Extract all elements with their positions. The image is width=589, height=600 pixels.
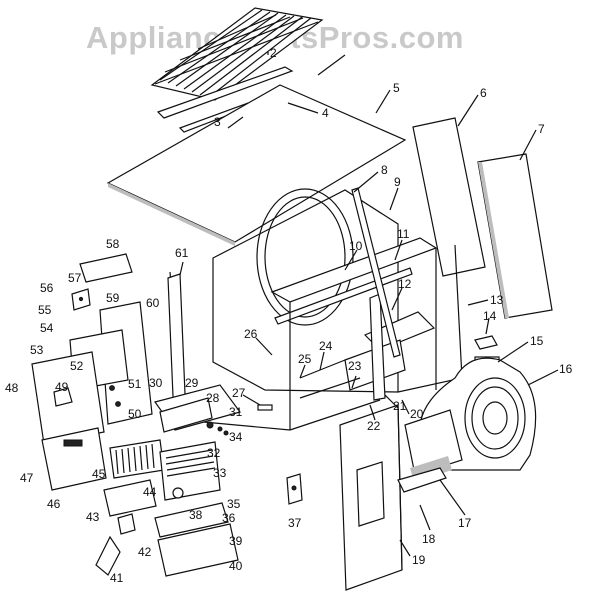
callout-44: 44 (143, 485, 157, 499)
left-cabinet (31, 253, 153, 491)
callout-33: 33 (213, 466, 227, 480)
callout-7: 7 (538, 122, 545, 136)
callout-35: 35 (227, 497, 241, 511)
access-door (339, 404, 447, 591)
callout-18: 18 (422, 532, 436, 546)
callout-39: 39 (229, 534, 243, 548)
callout-61: 61 (175, 246, 189, 260)
callout-57: 57 (68, 271, 82, 285)
bottom-grilles (95, 439, 239, 577)
callout-13: 13 (490, 293, 504, 307)
callout-46: 46 (47, 497, 61, 511)
callout-31: 31 (229, 405, 243, 419)
callout-11: 11 (397, 227, 410, 241)
control-box (154, 384, 273, 436)
callout-22: 22 (367, 419, 381, 433)
top-grille (150, 7, 324, 101)
callout-55: 55 (38, 303, 52, 317)
callout-54: 54 (40, 321, 54, 335)
callout-23: 23 (348, 359, 362, 373)
callout-9: 9 (394, 175, 401, 189)
top-cover (106, 84, 407, 246)
callout-24: 24 (319, 339, 333, 353)
callout-21: 21 (393, 399, 407, 413)
callout-47: 47 (20, 471, 34, 485)
callout-50: 50 (128, 407, 142, 421)
callout-6: 6 (480, 86, 487, 100)
callout-52: 52 (70, 359, 84, 373)
side-panel-inner (477, 153, 553, 319)
callout-27: 27 (232, 386, 246, 400)
callout-51: 51 (128, 377, 142, 391)
callout-26: 26 (244, 327, 258, 341)
callout-17: 17 (458, 516, 472, 530)
callout-15: 15 (530, 334, 544, 348)
callout-12: 12 (398, 277, 412, 291)
callout-60: 60 (146, 296, 160, 310)
callout-2: 2 (270, 46, 277, 60)
callout-25: 25 (298, 352, 312, 366)
callout-43: 43 (86, 510, 100, 524)
callout-3: 3 (214, 115, 221, 129)
mounting-bracket (286, 473, 303, 505)
leader-lines (179, 52, 559, 557)
callout-29: 29 (185, 376, 199, 390)
callout-20: 20 (410, 407, 424, 421)
callout-38: 38 (189, 508, 203, 522)
callout-14: 14 (483, 309, 497, 323)
callout-36: 36 (222, 511, 236, 525)
callout-40: 40 (229, 559, 243, 573)
callout-16: 16 (559, 362, 573, 376)
callout-labels: 2 3 4 5 6 7 8 9 10 11 12 13 14 15 16 17 … (5, 46, 573, 585)
blower-assembly (404, 357, 537, 482)
callout-5: 5 (393, 81, 400, 95)
callout-37: 37 (288, 516, 302, 530)
small-block (474, 335, 498, 350)
callout-42: 42 (138, 545, 152, 559)
callout-58: 58 (106, 237, 120, 251)
side-panel-outer (412, 117, 486, 277)
callout-4: 4 (322, 106, 329, 120)
callout-10: 10 (349, 239, 363, 253)
callout-48: 48 (5, 381, 19, 395)
front-panel (351, 187, 401, 358)
callout-45: 45 (92, 467, 106, 481)
callout-59: 59 (106, 291, 120, 305)
callout-56: 56 (40, 281, 54, 295)
callout-30: 30 (149, 376, 163, 390)
callout-8: 8 (381, 163, 388, 177)
callout-34: 34 (229, 430, 243, 444)
callout-19: 19 (412, 553, 426, 567)
callout-32: 32 (207, 446, 221, 460)
callout-41: 41 (110, 571, 124, 585)
callout-28: 28 (206, 391, 220, 405)
callout-53: 53 (30, 343, 44, 357)
top-strip (156, 66, 294, 119)
callout-49: 49 (55, 380, 69, 394)
